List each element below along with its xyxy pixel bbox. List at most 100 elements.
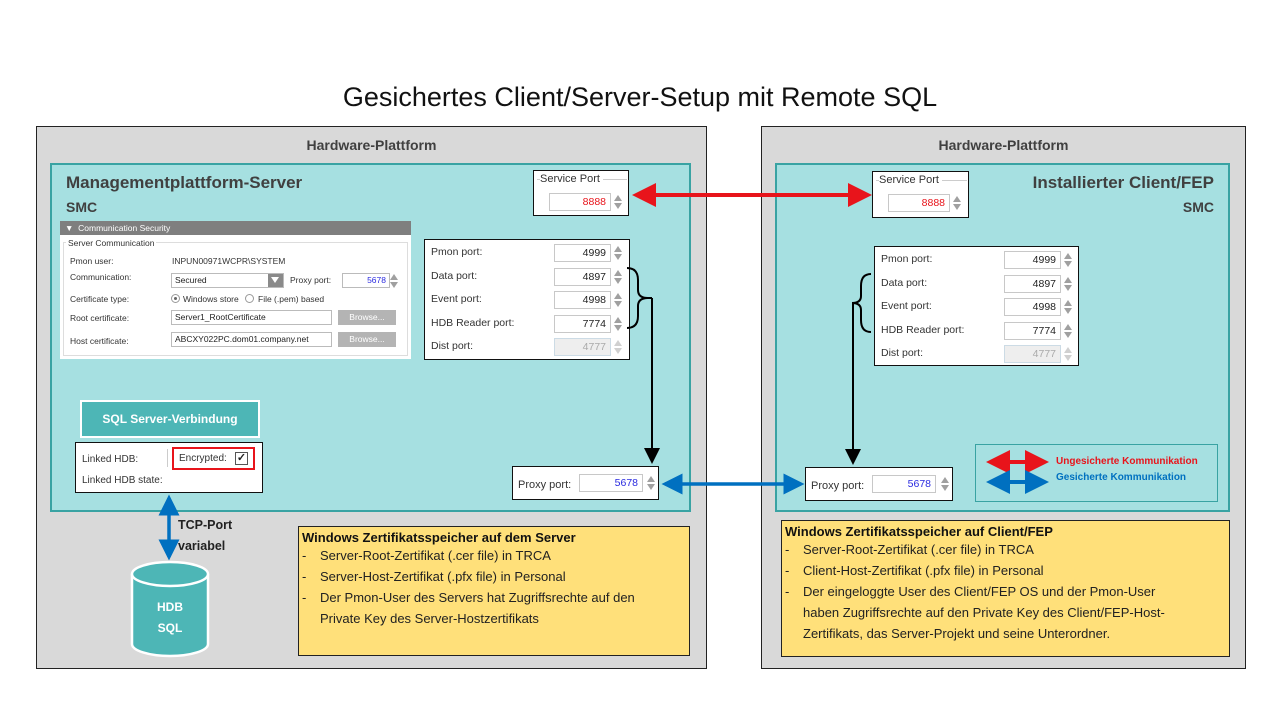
- port-input: 4777: [1004, 345, 1061, 363]
- communication-select-value: Secured: [175, 275, 207, 285]
- radio-file-pem[interactable]: [245, 294, 254, 303]
- server-proxy-port-input[interactable]: 5678: [579, 474, 643, 492]
- linked-hdb-label: Linked HDB:: [82, 454, 139, 465]
- port-label: Dist port:: [431, 340, 474, 352]
- port-input[interactable]: 4998: [554, 291, 611, 309]
- dropdown-chevron-icon[interactable]: [268, 274, 283, 287]
- port-label: Dist port:: [881, 347, 924, 359]
- encrypted-checkbox[interactable]: ✓: [235, 452, 248, 465]
- collapse-triangle-icon: ▼: [65, 223, 74, 233]
- server-communication-group-label: Server Communication: [66, 238, 157, 248]
- encrypted-label: Encrypted:: [179, 453, 227, 464]
- port-row: Data port: 4897: [425, 267, 629, 288]
- client-title: Installierter Client/FEP: [1032, 173, 1214, 192]
- note-line: -Der eingeloggte User des Client/FEP OS …: [785, 581, 1226, 602]
- pmon-user-label: Pmon user:: [70, 256, 114, 266]
- note-line: -Der Pmon-User des Servers hat Zugriffsr…: [302, 587, 686, 608]
- radio-file-pem-label: File (.pem) based: [258, 294, 325, 304]
- note-line-text: Private Key des Server-Hostzertifikats: [320, 611, 539, 626]
- port-input[interactable]: 7774: [1004, 321, 1061, 340]
- port-row: HDB Reader port: 7774: [425, 314, 629, 335]
- root-certificate-input[interactable]: Server1_RootCertificate: [171, 310, 332, 325]
- port-row: Event port: 4998: [875, 298, 1078, 318]
- encrypted-highlight: Encrypted: ✓: [172, 447, 255, 470]
- communication-security-header[interactable]: ▼ Communication Security: [60, 221, 411, 235]
- port-label: Pmon port:: [881, 253, 933, 265]
- port-spinner[interactable]: [613, 315, 622, 333]
- server-service-port-spinner[interactable]: [613, 193, 622, 211]
- port-row: HDB Reader port: 7774: [875, 321, 1078, 342]
- note-line: -Server-Root-Zertifikat (.cer file) in T…: [302, 545, 686, 566]
- port-spinner[interactable]: [613, 291, 622, 309]
- port-row: Dist port: 4777: [425, 338, 629, 358]
- cs-proxy-port-spinner[interactable]: [389, 272, 398, 290]
- server-certificate-note: Windows Zertifikatsspeicher auf dem Serv…: [298, 526, 690, 656]
- legend-insecure-label: Ungesicherte Kommunikation: [1056, 456, 1198, 467]
- server-subtitle: SMC: [66, 199, 98, 215]
- note-line: Private Key des Server-Hostzertifikats: [302, 608, 686, 629]
- legend-secure-label: Gesicherte Kommunikation: [1056, 472, 1187, 483]
- server-service-port-box: Service Port 8888: [533, 170, 629, 216]
- port-spinner[interactable]: [1063, 298, 1072, 316]
- root-certificate-label: Root certificate:: [70, 313, 130, 323]
- communication-label: Communication:: [70, 272, 132, 282]
- port-row: Event port:4998: [425, 291, 629, 311]
- host-certificate-input[interactable]: ABCXY022PC.dom01.company.net: [171, 332, 332, 347]
- note-line-text: Server-Root-Zertifikat (.cer file) in TR…: [320, 548, 551, 563]
- note-line: -Server-Root-Zertifikat (.cer file) in T…: [785, 539, 1226, 560]
- port-input[interactable]: 4897: [554, 267, 611, 286]
- client-proxy-port-spinner[interactable]: [940, 475, 949, 493]
- client-proxy-port-input[interactable]: 5678: [872, 475, 936, 493]
- root-certificate-browse-button[interactable]: Browse...: [338, 310, 396, 325]
- bullet-dash: -: [785, 584, 790, 599]
- port-spinner[interactable]: [1063, 322, 1072, 340]
- note-line-text: Server-Host-Zertifikat (.pfx file) in Pe…: [320, 569, 566, 584]
- port-spinner[interactable]: [613, 268, 622, 286]
- port-label: HDB Reader port:: [431, 316, 515, 329]
- bullet-dash: -: [785, 563, 790, 578]
- certificate-type-label: Certificate type:: [70, 294, 130, 304]
- sql-server-connection-button[interactable]: SQL Server-Verbindung: [80, 400, 260, 438]
- pmon-user-value: INPUN00971WCPR\SYSTEM: [172, 256, 286, 266]
- port-input[interactable]: 4998: [1004, 298, 1061, 316]
- radio-windows-store[interactable]: [171, 294, 180, 303]
- communication-security-panel: ▼ Communication Security Server Communic…: [60, 221, 411, 359]
- port-input[interactable]: 4897: [1004, 274, 1061, 293]
- port-spinner: [613, 338, 622, 356]
- client-service-port-label: Service Port: [879, 174, 942, 186]
- port-input[interactable]: 4999: [554, 244, 611, 262]
- port-input[interactable]: 7774: [554, 314, 611, 333]
- port-label: Data port:: [431, 269, 478, 282]
- port-label: HDB Reader port:: [881, 323, 965, 336]
- host-certificate-browse-button[interactable]: Browse...: [338, 332, 396, 347]
- port-label: Event port:: [881, 300, 932, 312]
- server-title: Managementplattform-Server: [66, 173, 303, 192]
- port-input: 4777: [554, 338, 611, 356]
- note-line-text: Zertifikats, das Server-Projekt und sein…: [803, 626, 1111, 641]
- server-service-port-label: Service Port: [540, 173, 603, 185]
- note-line: -Server-Host-Zertifikat (.pfx file) in P…: [302, 566, 686, 587]
- port-label: Data port:: [881, 276, 928, 289]
- radio-windows-store-label: Windows store: [183, 294, 239, 304]
- port-spinner[interactable]: [613, 244, 622, 262]
- diagram-title: Gesichertes Client/Server-Setup mit Remo…: [342, 82, 938, 112]
- note-line-text: Client-Host-Zertifikat (.pfx file) in Pe…: [803, 563, 1044, 578]
- port-row: Data port: 4897: [875, 274, 1078, 295]
- cs-proxy-port-label: Proxy port:: [290, 275, 332, 285]
- server-service-port-input[interactable]: 8888: [549, 193, 611, 211]
- legend: Ungesicherte Kommunikation Gesicherte Ko…: [975, 444, 1218, 502]
- linked-hdb-state-label: Linked HDB state:: [82, 475, 163, 486]
- client-subtitle: SMC: [1182, 199, 1214, 215]
- client-service-port-spinner[interactable]: [952, 194, 961, 212]
- bullet-dash: -: [302, 548, 307, 563]
- cs-proxy-port-input[interactable]: 5678: [342, 273, 390, 288]
- port-input[interactable]: 4999: [1004, 251, 1061, 269]
- communication-select[interactable]: Secured: [171, 273, 284, 288]
- port-spinner[interactable]: [1063, 251, 1072, 269]
- port-spinner[interactable]: [1063, 275, 1072, 293]
- note-line: Zertifikats, das Server-Projekt und sein…: [785, 623, 1226, 644]
- client-service-port-input[interactable]: 8888: [888, 194, 950, 212]
- server-proxy-port-spinner[interactable]: [646, 474, 655, 492]
- database-label-hdb: HDB: [157, 600, 183, 614]
